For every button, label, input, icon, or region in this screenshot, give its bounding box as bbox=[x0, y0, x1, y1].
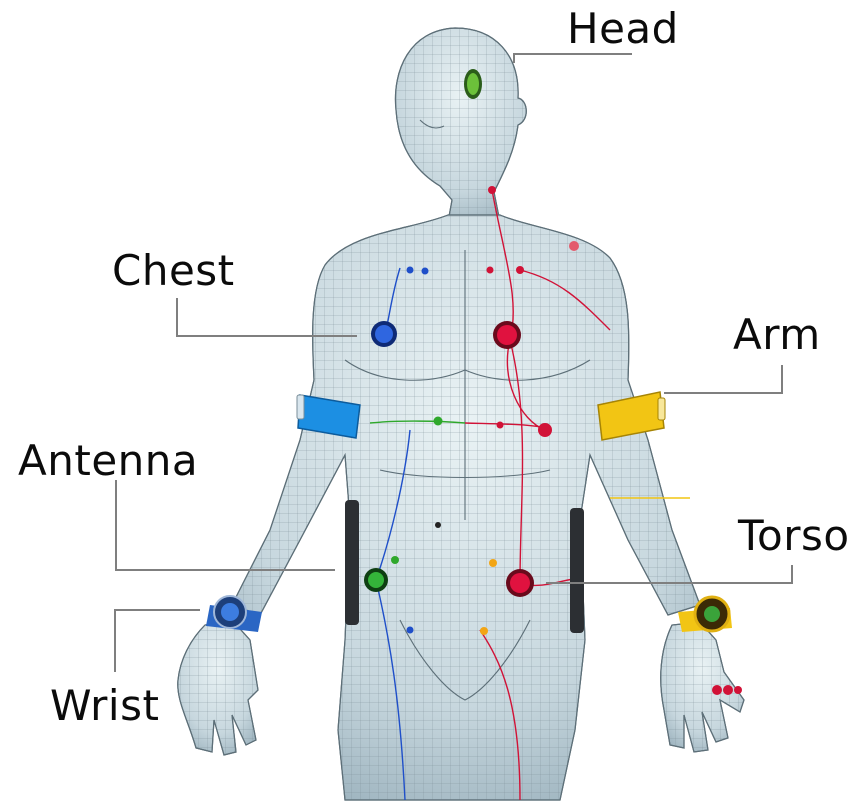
label-torso: Torso bbox=[738, 515, 850, 557]
arm-leader-line bbox=[664, 365, 782, 393]
label-wrist: Wrist bbox=[50, 685, 159, 727]
head-sensor-icon bbox=[464, 69, 482, 99]
head-leader-line bbox=[514, 54, 632, 63]
chest-sensor-icon bbox=[371, 321, 397, 347]
label-chest: Chest bbox=[112, 250, 235, 292]
hip-sensor-icon bbox=[364, 568, 388, 592]
label-arm: Arm bbox=[733, 314, 821, 356]
label-antenna: Antenna bbox=[18, 440, 198, 482]
label-head: Head bbox=[567, 8, 679, 50]
